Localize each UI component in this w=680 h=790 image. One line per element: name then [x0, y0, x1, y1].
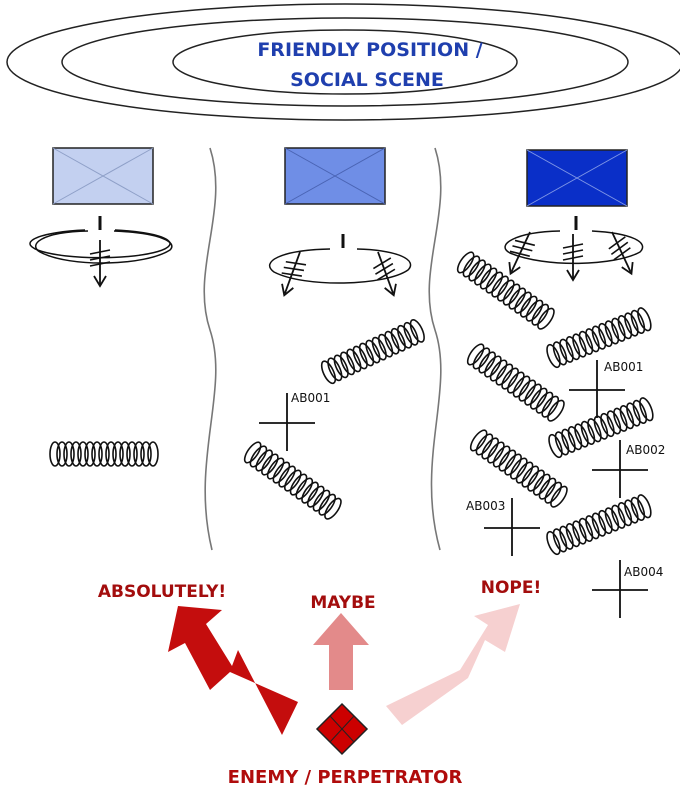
coil-wire [238, 436, 346, 524]
obstacle-right-ab004: AB004 [591, 559, 663, 619]
friendly-title-line1: FRIENDLY POSITION / [257, 39, 482, 61]
outcome-maybe-label: MAYBE [310, 593, 375, 613]
coil-wire [451, 246, 559, 334]
outcome-absolutely-label: ABSOLUTELY! [98, 582, 226, 602]
coil-wire [461, 338, 569, 426]
divider-left [203, 147, 217, 551]
coil-wire [48, 439, 159, 469]
arrow-nope [386, 604, 520, 725]
obstacle-label: AB004 [624, 565, 663, 579]
outer-ring [6, 3, 680, 121]
obstacle-label: AB002 [626, 443, 665, 457]
enemy-label: ENEMY / PERPETRATOR [228, 767, 463, 788]
enemy-symbol [315, 702, 369, 756]
coil-wire [316, 315, 429, 389]
inner-ring [172, 29, 518, 95]
outcome-nope-label: NOPE! [481, 578, 542, 598]
movement-middle [268, 234, 412, 300]
coils-middle [238, 315, 429, 524]
arrow-absolutely [168, 606, 298, 735]
obstacle-label: AB001 [604, 360, 643, 374]
friendly-position-zone: FRIENDLY POSITION / SOCIAL SCENE [6, 3, 680, 121]
obstacle-right-ab001: AB001 [568, 359, 643, 419]
movement-right [500, 216, 644, 281]
coils-left [48, 439, 159, 469]
unit-middle [284, 147, 386, 205]
obstacle-label: AB001 [291, 391, 330, 405]
middle-ring [61, 17, 629, 107]
coil-wire [541, 490, 656, 560]
movement-left [29, 216, 173, 287]
obstacle-label: AB003 [466, 499, 505, 513]
unit-right [526, 149, 628, 207]
unit-left [52, 147, 154, 205]
divider-right [428, 147, 442, 551]
obstacle-right-ab002: AB002 [591, 439, 665, 499]
friendly-title-line2: SOCIAL SCENE [290, 69, 444, 91]
obstacle-middle-ab001: AB001 [258, 391, 330, 452]
obstacle-right-ab003: AB003 [466, 497, 541, 557]
arrow-maybe [313, 613, 369, 690]
